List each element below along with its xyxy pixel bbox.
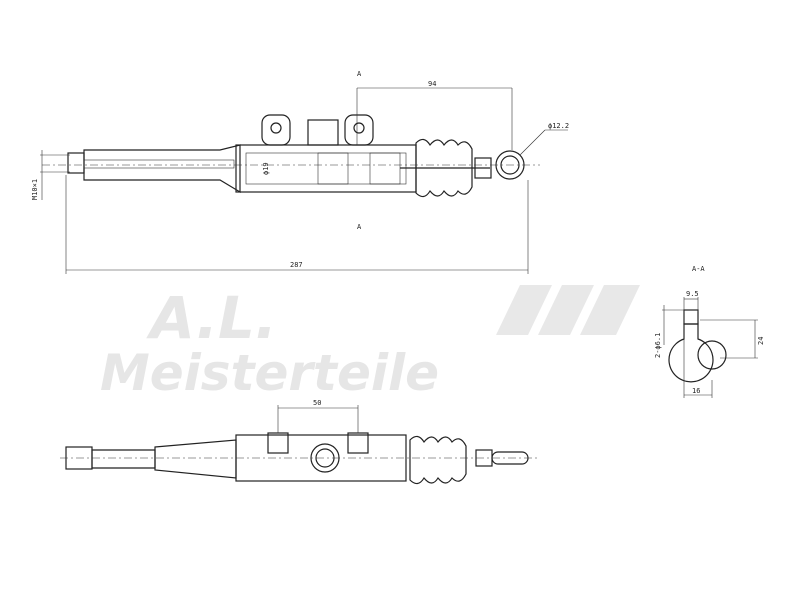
watermark-brand: Meisterteile	[100, 344, 439, 402]
section-a-a-view: A-A 9.5 24 2-ϕ6.1 16	[654, 265, 765, 398]
dim-mount-spacing: 50	[313, 399, 321, 407]
dim-holes: 2-ϕ6.1	[654, 333, 662, 358]
dim-base: 16	[692, 387, 700, 395]
dim-eye-offset: 94	[428, 80, 436, 88]
watermark-logo: A.L.	[146, 284, 277, 352]
dim-width: 9.5	[686, 290, 699, 298]
dim-height: 24	[757, 337, 765, 345]
watermark: A.L. Meisterteile	[100, 284, 640, 402]
dim-thread: M10×1	[31, 179, 39, 200]
dim-eye-diameter: ϕ12.2	[548, 122, 569, 130]
section-title: A-A	[692, 265, 705, 273]
dim-overall-length: 287	[290, 261, 303, 269]
dim-bore: ϕ19	[262, 162, 270, 175]
section-marker-top: A	[357, 70, 362, 78]
watermark-stripes-icon	[496, 285, 640, 335]
section-marker-bottom: A	[357, 223, 362, 231]
bottom-outside-view: 50	[60, 399, 540, 485]
top-section-view: 94 A A ϕ12.2 M10×1 ϕ19 287	[31, 70, 569, 274]
